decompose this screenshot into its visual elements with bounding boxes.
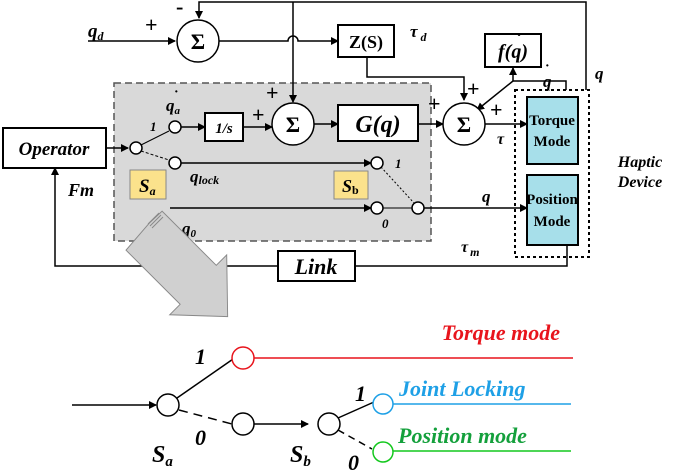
zs-to-sum3-line <box>366 57 468 101</box>
integrator-block: 1/s <box>204 112 244 142</box>
sum2-plus-left: + <box>252 102 265 127</box>
f-to-sum3-line <box>476 80 514 111</box>
tree-sa-label-0: 0 <box>195 425 206 450</box>
zs-block: Z(S) <box>337 24 395 58</box>
sb-common-node <box>411 201 425 215</box>
tree-mid-node <box>231 412 255 436</box>
svg-text:Operator: Operator <box>19 139 90 160</box>
svg-text:·: · <box>516 27 521 44</box>
sb-switch-arm-1 <box>380 166 415 204</box>
sb-switch-box: Sb <box>333 170 369 200</box>
q-pos-label: q <box>482 187 491 206</box>
joint-locking-legend: Joint Locking <box>398 376 526 401</box>
sum-node-1: Σ <box>176 19 220 63</box>
sum3-plus-right: + <box>490 97 503 122</box>
friction-block: f(q) · <box>484 27 542 68</box>
haptic-label: Haptic <box>617 154 662 171</box>
sa-common-node <box>129 141 143 155</box>
sb-node-0 <box>370 201 384 215</box>
sa-label-1: 1 <box>150 119 157 134</box>
sum1-minus: - <box>176 0 183 19</box>
svg-text:1/s: 1/s <box>215 121 233 137</box>
sb-label-0: 0 <box>382 216 389 231</box>
svg-text:Σ: Σ <box>286 112 300 137</box>
svg-text:Position: Position <box>526 192 578 208</box>
sa-switch-box: Sa <box>129 169 167 200</box>
sum-node-2: Σ <box>271 102 315 146</box>
sum-node-3: Σ <box>442 102 486 146</box>
svg-text:Z(S): Z(S) <box>349 32 383 53</box>
tree-sb-arm-1 <box>337 401 375 419</box>
tree-sb-label-1: 1 <box>355 381 366 406</box>
tree-sa-arm-1 <box>176 356 237 399</box>
tau-label: τ <box>497 131 505 148</box>
svg-text:Σ: Σ <box>191 29 205 54</box>
tree-sa-label-1: 1 <box>195 344 206 369</box>
qdot-label: q <box>543 72 552 91</box>
qdot-feedback-line <box>513 80 567 90</box>
q-out-label: q <box>595 64 604 83</box>
haptic-device-frame <box>514 89 590 258</box>
taum-feedback-line <box>355 245 568 267</box>
tree-sb-label: Sb <box>290 442 311 470</box>
tree-sb-node <box>317 412 341 436</box>
device-label: Device <box>617 174 662 191</box>
tree-torque-node <box>231 346 255 370</box>
tree-sa-node <box>156 393 180 417</box>
torque-mode-block: Torque Mode <box>526 96 579 165</box>
sum1-to-zs-line <box>219 35 339 45</box>
tree-sa-label: Sa <box>152 442 173 470</box>
position-mode-block: Position Mode <box>526 174 579 246</box>
fm-label: Fm <box>67 180 94 200</box>
tree-joint-node <box>372 393 394 415</box>
qdot-dot: · <box>545 59 550 74</box>
svg-text:Sb: Sb <box>342 176 359 197</box>
expand-arrow-icon <box>125 210 229 318</box>
sum1-plus: + <box>145 12 158 37</box>
q-feedback-line <box>195 1 587 90</box>
tree-sa-arm-0 <box>178 409 233 425</box>
tree-sb-label-0: 0 <box>348 450 359 474</box>
svg-text:Σ: Σ <box>457 112 471 137</box>
sa-node-1 <box>168 120 182 134</box>
sb-label-1: 1 <box>395 156 402 171</box>
qdot-a-label: qa <box>166 96 181 117</box>
qlock-label: qlock <box>190 167 219 187</box>
sum3-plus-top: + <box>467 76 480 101</box>
svg-text:G(q): G(q) <box>355 112 400 138</box>
gq-block: G(q) <box>337 104 419 142</box>
svg-text:Link: Link <box>294 254 338 279</box>
qd-label: qd <box>88 21 105 43</box>
tree-sb-arm-0 <box>337 429 373 450</box>
tree-position-node <box>372 441 394 463</box>
sa-switch-arm-1 <box>140 130 170 146</box>
svg-text:Mode: Mode <box>534 214 571 230</box>
link-block: Link <box>277 250 356 282</box>
sum3-plus-left: + <box>428 91 441 116</box>
position-mode-legend: Position mode <box>397 423 527 448</box>
sb-node-1 <box>370 156 384 170</box>
operator-block: Operator <box>2 127 107 169</box>
sum2-plus-top: + <box>266 80 279 105</box>
svg-text:f(q): f(q) <box>498 41 528 63</box>
svg-text:Mode: Mode <box>534 134 571 150</box>
q0-label: q0 <box>182 219 197 240</box>
sa-node-0 <box>168 156 182 170</box>
qdot-a-dot: · <box>174 85 179 100</box>
svg-text:Sa: Sa <box>139 176 156 198</box>
svg-text:Torque: Torque <box>529 113 575 129</box>
torque-mode-legend: Torque mode <box>442 320 561 345</box>
